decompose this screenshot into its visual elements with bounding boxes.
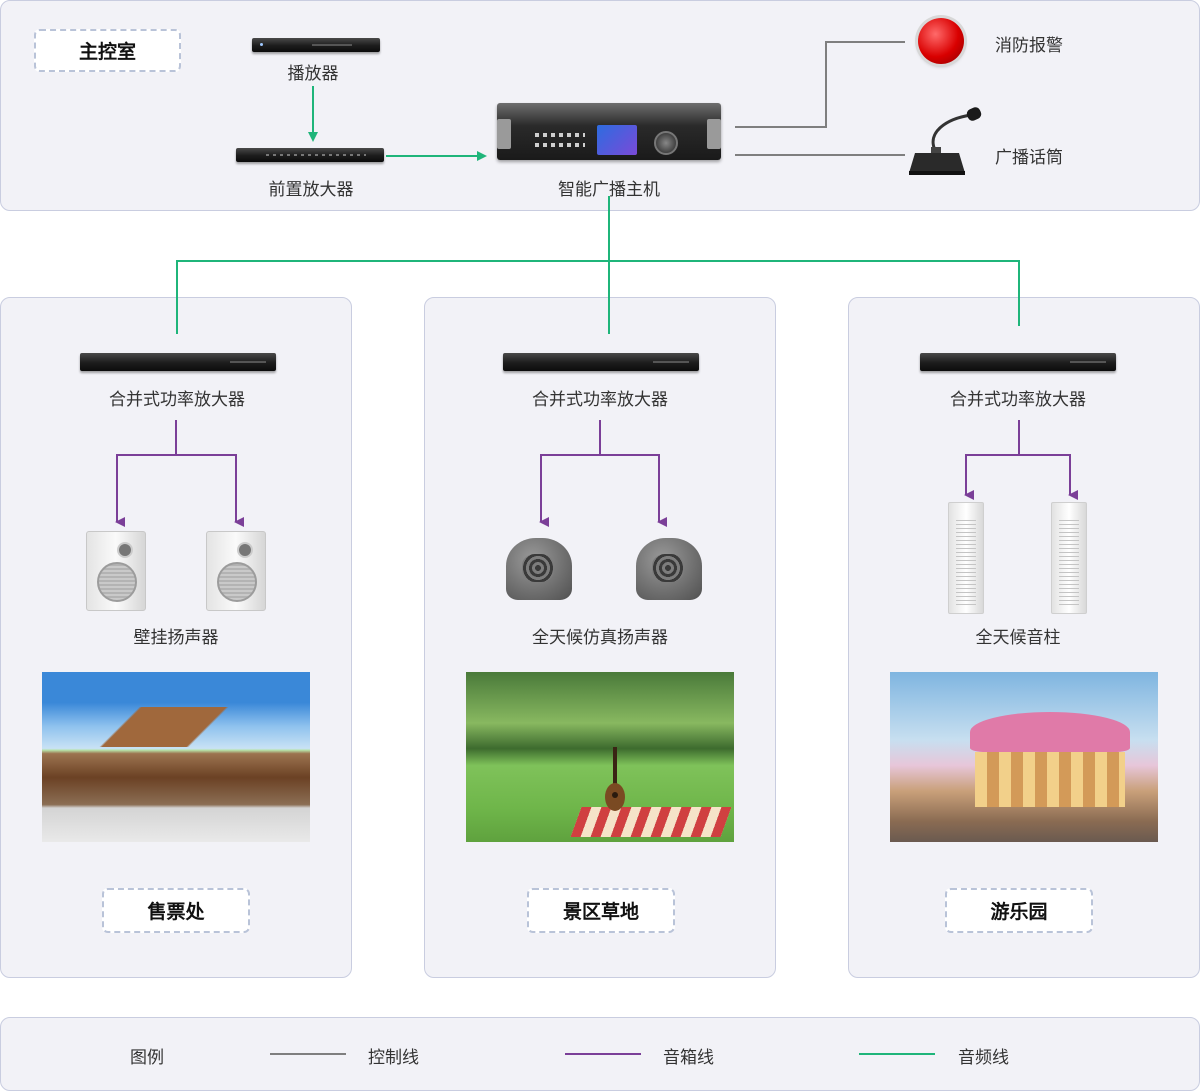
legend-swatch-speaker-line [565, 1053, 641, 1055]
rock-speaker-icon [636, 538, 702, 600]
preamp-device-icon [236, 148, 384, 162]
zone-panel-lawn [424, 297, 776, 978]
preamp-label: 前置放大器 [268, 180, 354, 200]
speaker-line-zone-0 [115, 420, 177, 527]
legend-title: 图例 [130, 1048, 164, 1068]
speaker-line-zone-1 [539, 420, 601, 527]
legend-swatch-audio-line [859, 1053, 935, 1055]
rock-speaker-icon [506, 538, 572, 600]
amplifier-label: 合并式功率放大器 [950, 390, 1086, 410]
legend-label-control-line: 控制线 [368, 1048, 419, 1068]
area-tag: 售票处 [102, 888, 250, 933]
speaker-label: 壁挂扬声器 [133, 628, 219, 648]
amplifier-label: 合并式功率放大器 [532, 390, 668, 410]
broadcast-host-device-icon [497, 103, 721, 160]
control-line-fire-alarm [735, 41, 905, 128]
amplifier-label: 合并式功率放大器 [109, 390, 245, 410]
broadcast-host-label: 智能广播主机 [558, 180, 660, 200]
microphone-icon [909, 107, 982, 175]
amplifier-device-icon [80, 353, 276, 371]
legend-label-audio-line: 音频线 [958, 1048, 1009, 1068]
amplifier-device-icon [503, 353, 699, 371]
zone-panel-ticket-office [0, 297, 352, 978]
speaker-line-zone-1b [600, 454, 667, 527]
area-tag: 景区草地 [527, 888, 675, 933]
speaker-line-zone-2 [964, 420, 1020, 500]
lawn-photo [466, 672, 734, 842]
column-speaker-icon [1051, 502, 1087, 614]
speaker-label: 全天候仿真扬声器 [532, 628, 668, 648]
wall-speaker-icon [86, 531, 146, 611]
microphone-label: 广播话筒 [995, 148, 1063, 168]
speaker-label: 全天候音柱 [975, 628, 1061, 648]
legend-swatch-control-line [270, 1053, 346, 1055]
amplifier-device-icon [920, 353, 1116, 371]
ticket-office-photo [42, 672, 310, 842]
column-speaker-icon [948, 502, 984, 614]
legend-label-speaker-line: 音箱线 [663, 1048, 714, 1068]
player-device-icon [252, 38, 380, 52]
amusement-park-photo [890, 672, 1158, 842]
fire-alarm-label: 消防报警 [995, 36, 1063, 56]
speaker-line-zone-0b [176, 454, 244, 527]
player-label: 播放器 [287, 64, 339, 84]
audio-line-bus [176, 260, 1020, 334]
fire-alarm-icon [918, 18, 964, 64]
speaker-line-zone-2b [1019, 454, 1078, 500]
zone-panel-amusement-park [848, 297, 1200, 978]
wall-speaker-icon [206, 531, 266, 611]
area-tag: 游乐园 [945, 888, 1093, 933]
control-room-tag: 主控室 [34, 29, 181, 72]
